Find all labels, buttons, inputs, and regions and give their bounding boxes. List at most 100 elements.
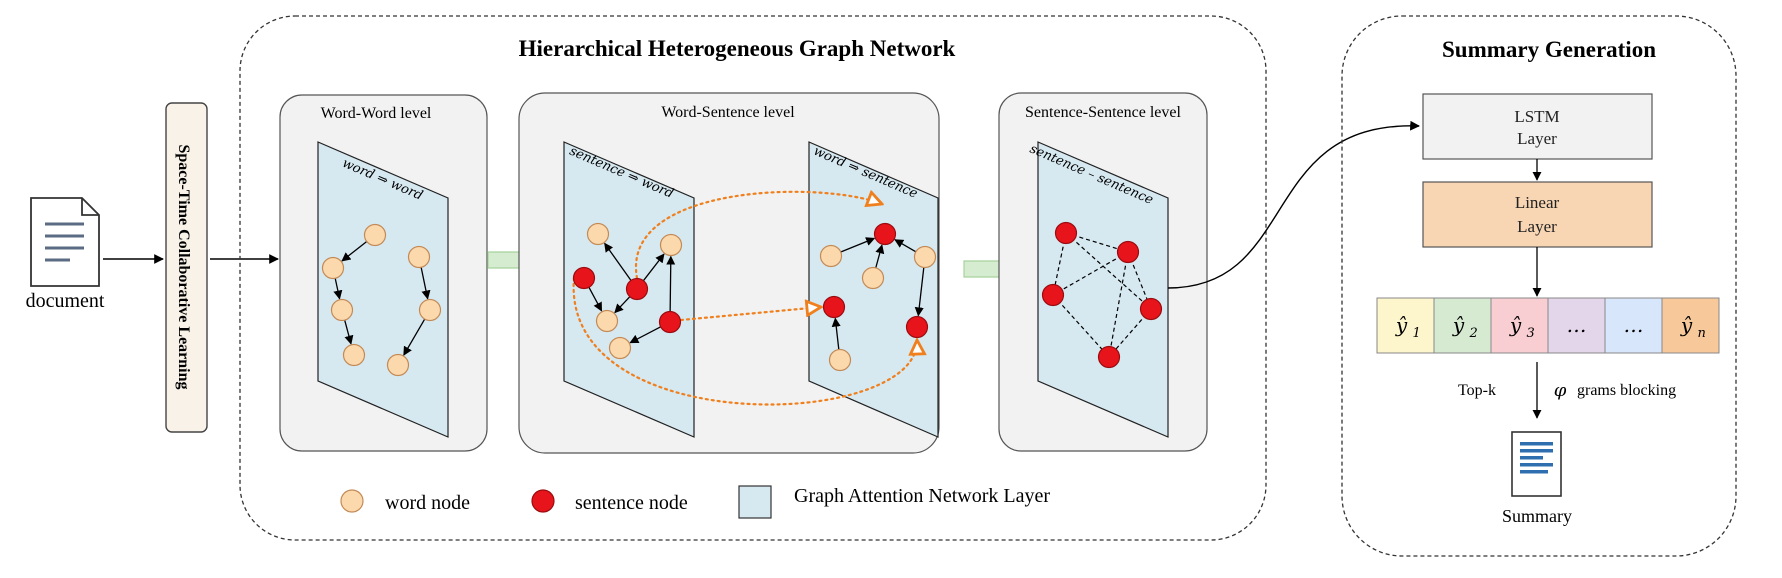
lstm-label-1: LSTM <box>1514 107 1559 126</box>
graph-edge <box>666 255 676 312</box>
graph-edge <box>894 239 917 253</box>
token-cell <box>1433 297 1492 354</box>
graph-edge <box>642 253 665 282</box>
legend-word-node-label: word node <box>385 492 470 514</box>
word-word-title: Word-Word level <box>321 105 432 122</box>
graph-edge <box>341 240 368 262</box>
sentence-sentence-edge <box>1052 251 1129 296</box>
word-node <box>342 343 366 367</box>
topk-label: Top-k <box>1458 382 1496 399</box>
lstm-label-2: Layer <box>1517 129 1557 148</box>
linear-label-1: Linear <box>1515 193 1560 212</box>
graph-edge <box>604 242 632 281</box>
word-node <box>608 336 632 360</box>
legend-gat-layer-label: Graph Attention Network Layer <box>794 485 1050 507</box>
word-node <box>913 245 937 269</box>
sentence-node <box>658 310 682 334</box>
sentence-node <box>1116 240 1140 264</box>
graph-edge <box>344 319 354 345</box>
gat-plane-sentence-sentence <box>1037 141 1169 438</box>
phi-symbol: φ <box>1554 380 1567 401</box>
cross-link-middle <box>679 307 821 322</box>
word-node <box>330 298 354 322</box>
graph-to-lstm-curve <box>1167 120 1420 289</box>
sentence-node <box>1139 297 1163 321</box>
graph-edge <box>629 326 661 344</box>
summary-title: Summary Generation <box>1442 37 1656 62</box>
token-label: ŷ <box>1452 313 1465 337</box>
output-token: … <box>1604 297 1663 354</box>
legend-gat-layer-icon <box>738 485 772 519</box>
sentence-node <box>572 266 596 290</box>
word-node <box>386 353 410 377</box>
token-label: ŷ <box>1395 313 1408 337</box>
output-token: … <box>1547 297 1606 354</box>
hhgn-container <box>239 15 1267 541</box>
word-node <box>828 348 852 372</box>
token-label: ŷ <box>1680 313 1693 337</box>
token-cell <box>1661 297 1720 354</box>
linear-layer-box <box>1422 181 1653 248</box>
summary-output-label: Summary <box>1502 506 1572 526</box>
cross-plane-links <box>572 192 917 406</box>
document-icon <box>30 197 100 287</box>
graph-edge <box>875 244 885 269</box>
grams-blocking-label: grams blocking <box>1577 382 1676 399</box>
sentence-node <box>905 315 929 339</box>
word-sentence-title: Word-Sentence level <box>661 104 795 121</box>
graph-edge <box>914 267 925 317</box>
sentence-sentence-edge <box>1065 232 1152 310</box>
sentence-node <box>1054 221 1078 245</box>
stcl-label: Space-Time Collaborative Learning <box>175 144 192 389</box>
token-cell <box>1547 297 1606 354</box>
graph-edge <box>614 296 631 314</box>
graph-edge <box>420 267 431 300</box>
legend-word-node-icon <box>340 489 364 513</box>
linear-label-2: Layer <box>1517 217 1557 236</box>
word-node <box>407 245 431 269</box>
graph-edge <box>403 318 426 356</box>
graph-nodes <box>321 221 1163 377</box>
lstm-layer-box <box>1422 93 1653 160</box>
cross-link-bottom <box>572 276 917 406</box>
word-node <box>595 309 619 333</box>
sentence-node <box>873 222 897 246</box>
sentence-sentence-title: Sentence-Sentence level <box>1025 104 1181 121</box>
token-subscript: n <box>1698 326 1706 341</box>
sentence-node <box>822 295 846 319</box>
legend-sentence-node-icon <box>531 489 555 513</box>
graph-edge <box>333 278 343 300</box>
graph-edge <box>588 286 603 312</box>
token-subscript: 3 <box>1527 326 1535 341</box>
token-cell <box>1604 297 1663 354</box>
sentence-node <box>1097 345 1121 369</box>
token-label: … <box>1567 313 1587 337</box>
sentence-node <box>1041 283 1065 307</box>
hhgn-title: Hierarchical Heterogeneous Graph Network <box>519 36 956 61</box>
token-cell <box>1490 297 1549 354</box>
word-node <box>659 233 683 257</box>
summary-doc-icon <box>1511 431 1562 497</box>
graph-edge <box>831 317 841 350</box>
token-label: … <box>1624 313 1644 337</box>
summary-container <box>1341 15 1737 557</box>
word-node <box>363 223 387 247</box>
word-node <box>586 222 610 246</box>
word-node <box>321 256 345 280</box>
token-subscript: 1 <box>1413 326 1421 341</box>
stcl-box <box>165 102 208 433</box>
word-node <box>819 244 843 268</box>
document-label: document <box>26 290 105 312</box>
word-node <box>861 266 885 290</box>
sentence-node <box>625 277 649 301</box>
sentence-sentence-edge <box>1108 251 1129 358</box>
cross-link-top <box>634 192 882 280</box>
token-subscript: 2 <box>1469 326 1478 341</box>
legend-sentence-node-label: sentence node <box>575 492 688 514</box>
